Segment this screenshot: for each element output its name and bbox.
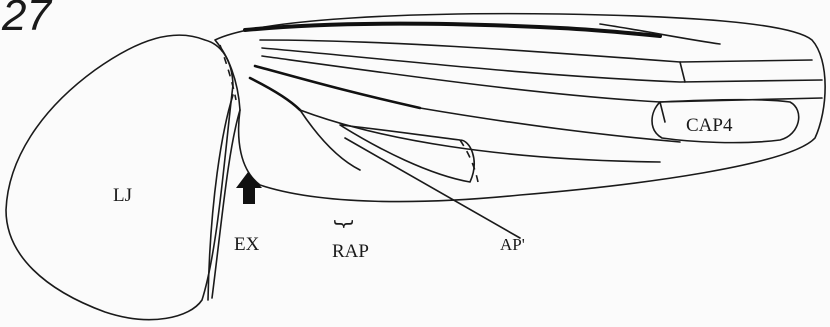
cell-divider-2	[660, 102, 665, 122]
hinge-dashed-line	[220, 45, 236, 100]
rap-brace-icon: }	[332, 218, 356, 231]
label-ex: EX	[234, 235, 259, 254]
lj-lobe-outline	[6, 35, 233, 319]
vein-4	[420, 108, 680, 142]
label-ap: AP'	[500, 236, 525, 253]
figure-number: 27	[2, 0, 51, 38]
wing-outline	[215, 14, 825, 202]
vein-4-thick	[255, 66, 420, 108]
costal-vein	[245, 24, 660, 36]
cell-divider-1	[680, 62, 685, 82]
vein-2	[262, 48, 822, 82]
vein-1	[260, 40, 812, 62]
label-lj: LJ	[113, 186, 132, 205]
ex-strip-edge	[212, 110, 240, 298]
vein-3	[262, 56, 822, 102]
anal-vein-inner	[300, 110, 360, 170]
label-cap4: CAP4	[686, 116, 732, 135]
label-rap: RAP	[332, 242, 369, 261]
vein-5-thick	[250, 78, 300, 110]
ex-arrow-icon	[236, 172, 262, 204]
